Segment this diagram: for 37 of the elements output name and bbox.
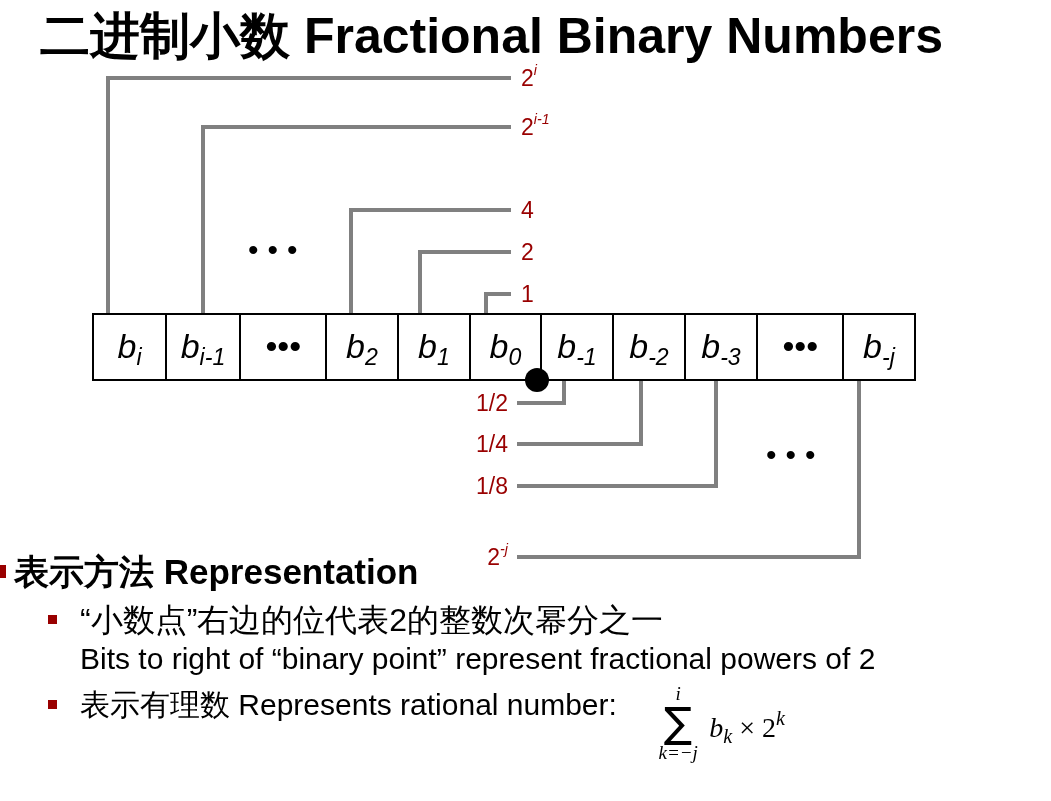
bit-cell: b$_{i}$ — [92, 313, 167, 381]
weight-label: 4 — [511, 196, 534, 224]
leader-line — [201, 125, 511, 313]
weight-label: 1 — [511, 280, 534, 308]
bit-cell: b$_{-3}$ — [684, 313, 758, 381]
leader-line — [517, 381, 566, 405]
bullet-text: Bits to right of “binary point” represent fractional powers of 2 — [80, 643, 876, 675]
weight-label: 2$^{i}$ — [511, 64, 537, 92]
bit-cell: b$_{2}$ — [325, 313, 399, 381]
bit-cell: b$_{i-1}$ — [165, 313, 241, 381]
leader-line — [517, 381, 643, 446]
bit-cell: ••• — [756, 313, 844, 381]
bullet-text: 表示有理数 Represents rational number: — [80, 687, 617, 723]
bit-cell: b$_{-1}$ — [540, 313, 614, 381]
leader-line — [106, 76, 511, 313]
bit-cell: b$_{-2}$ — [612, 313, 686, 381]
bullet-text: “小数点”右边的位代表2的整数次幂分之一 — [80, 601, 664, 639]
binary-point-icon — [525, 368, 549, 392]
weight-label: 2$^{i-1}$ — [511, 113, 550, 141]
ellipsis-text: ••• — [248, 235, 307, 265]
leader-line — [517, 381, 718, 488]
bit-cell: b$_{0}$ — [469, 313, 542, 381]
weight-label: 1/2 — [476, 389, 517, 417]
leader-line — [418, 250, 511, 313]
weight-label: 2 — [511, 238, 534, 266]
bit-cell: ••• — [239, 313, 327, 381]
weight-label: 1/8 — [476, 472, 517, 500]
leader-line — [484, 292, 511, 313]
bit-cell: b$_{1}$ — [397, 313, 471, 381]
weight-label: 2$^{-j}$ — [487, 543, 517, 571]
weight-label: 1/4 — [476, 430, 517, 458]
bit-cell: b$_{-j}$ — [842, 313, 916, 381]
leader-line — [517, 381, 861, 559]
slide-title: 二进制小数 Fractional Binary Numbers — [40, 7, 943, 64]
section-heading: 表示方法 Representation — [14, 551, 419, 593]
ellipsis-text: ••• — [766, 440, 825, 470]
leader-line — [349, 208, 511, 313]
